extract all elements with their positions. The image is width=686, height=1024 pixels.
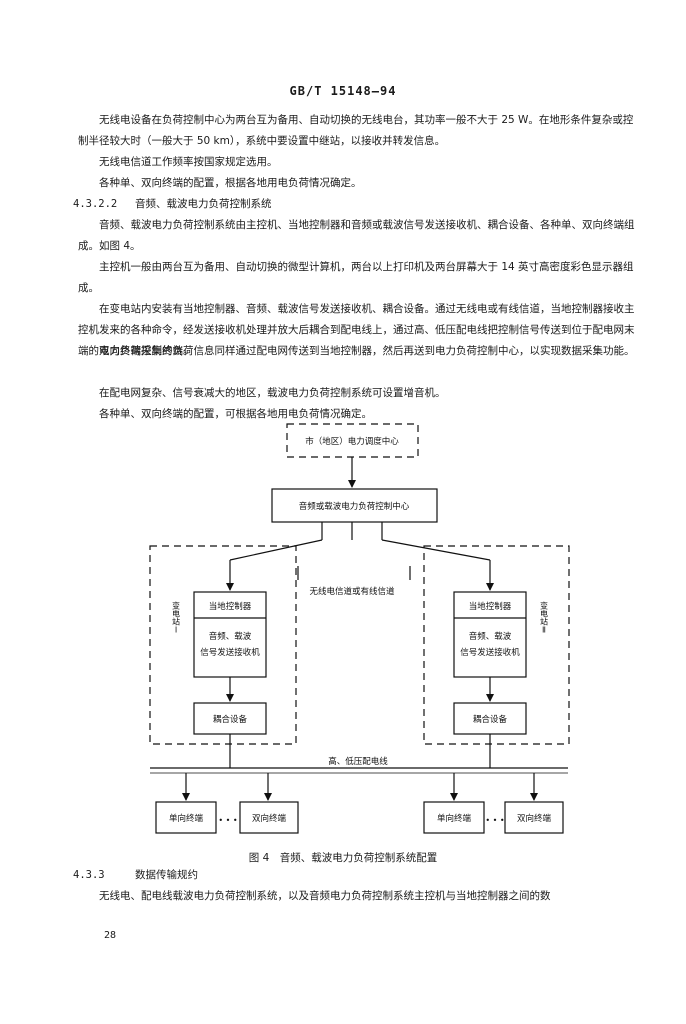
paragraph-substation: 在变电站内安装有当地控制器、音频、载波信号发送接收机、耦合设备。通过无线电或有线… <box>78 303 635 357</box>
two-way-terminal-left-label: 双向终端 <box>252 813 287 824</box>
distribution-line-label: 高、低压配电线 <box>328 756 388 767</box>
local-controller-right-label: 当地控制器 <box>469 601 512 612</box>
dispatch-center-label: 市（地区）电力调度中心 <box>305 436 399 447</box>
control-center-label: 音频或载波电力负荷控制中心 <box>299 501 410 512</box>
paragraph-radio-frequency: 无线电信道工作频率按国家规定选用。 <box>99 156 278 168</box>
one-way-terminal-left-box <box>155 801 217 834</box>
one-way-terminal-left-label: 单向终端 <box>169 813 204 824</box>
section-heading-4322: 4.3.2.2 音频、载波电力负荷控制系统 <box>73 194 272 215</box>
coupler-right-label: 耦合设备 <box>473 714 508 725</box>
channel-label: 无线电信道或有线信道 <box>309 586 395 597</box>
local-controller-left-label: 当地控制器 <box>209 601 252 612</box>
paragraph-data-protocol: 无线电、配电线载波电力负荷控制系统，以及音频电力负荷控制系统主控机与当地控制器之… <box>99 890 551 902</box>
substation-right-frame <box>423 545 570 745</box>
substation-right-label: 变电站Ⅱ <box>540 601 549 635</box>
substation-left-label: 变电站Ⅰ <box>172 601 181 635</box>
transceiver-left-line1: 音频、载波 <box>209 631 252 642</box>
paragraph-system-composition: 音频、载波电力负荷控制系统由主控机、当地控制器和音频或载波信号发送接收机、耦合设… <box>78 219 635 252</box>
paragraph-terminal-config: 各种单、双向终端的配置，根据各地用电负荷情况确定。 <box>99 177 362 189</box>
substation-left-frame <box>149 545 297 745</box>
transceiver-right-line1: 音频、载波 <box>469 631 512 642</box>
section-number: 4.3.3 <box>73 869 105 881</box>
transceiver-left-line2: 信号发送接收机 <box>200 647 260 658</box>
paragraph-radio-equipment: 无线电设备在负荷控制中心为两台互为备用、自动切换的无线电台，其功率一般不大于 2… <box>78 114 634 147</box>
one-way-terminal-right-label: 单向终端 <box>437 813 472 824</box>
section-number: 4.3.2.2 <box>73 198 118 210</box>
figure-caption: 图 4 音频、载波电力负荷控制系统配置 <box>248 852 438 864</box>
one-way-terminal-right-box <box>423 801 485 834</box>
two-way-terminal-right-label: 双向终端 <box>517 813 552 824</box>
section-title: 数据传输规约 <box>135 869 198 881</box>
paragraph-master-computer: 主控机一般由两台互为备用、自动切换的微型计算机，两台以上打印机及两台屏幕大于 1… <box>78 261 634 294</box>
page-number: 28 <box>104 930 117 941</box>
two-way-terminal-right-box <box>504 801 564 834</box>
control-center-box <box>271 488 438 523</box>
terminal-dots-right: • • • <box>485 816 504 825</box>
transceiver-right-line2: 信号发送接收机 <box>460 647 520 658</box>
paragraph-repeater: 在配电网复杂、信号衰减大的地区，载波电力负荷控制系统可设置增音机。 <box>99 387 446 399</box>
page-header: GB/T 15148—94 <box>289 84 397 98</box>
two-way-terminal-left-box <box>239 801 299 834</box>
paragraph-terminal-config-2: 各种单、双向终端的配置，可根据各地用电负荷情况确定。 <box>99 408 372 420</box>
coupler-left-label: 耦合设备 <box>213 714 248 725</box>
terminal-dots-left: • • • <box>218 816 237 825</box>
section-heading-433: 4.3.3 数据传输规约 <box>73 865 198 886</box>
section-title: 音频、载波电力负荷控制系统 <box>135 198 272 210</box>
paragraph-two-way-terminal: 双向终端采集的负荷信息同样通过配电网传送到当地控制器，然后再送到电力负荷控制中心… <box>99 345 635 357</box>
